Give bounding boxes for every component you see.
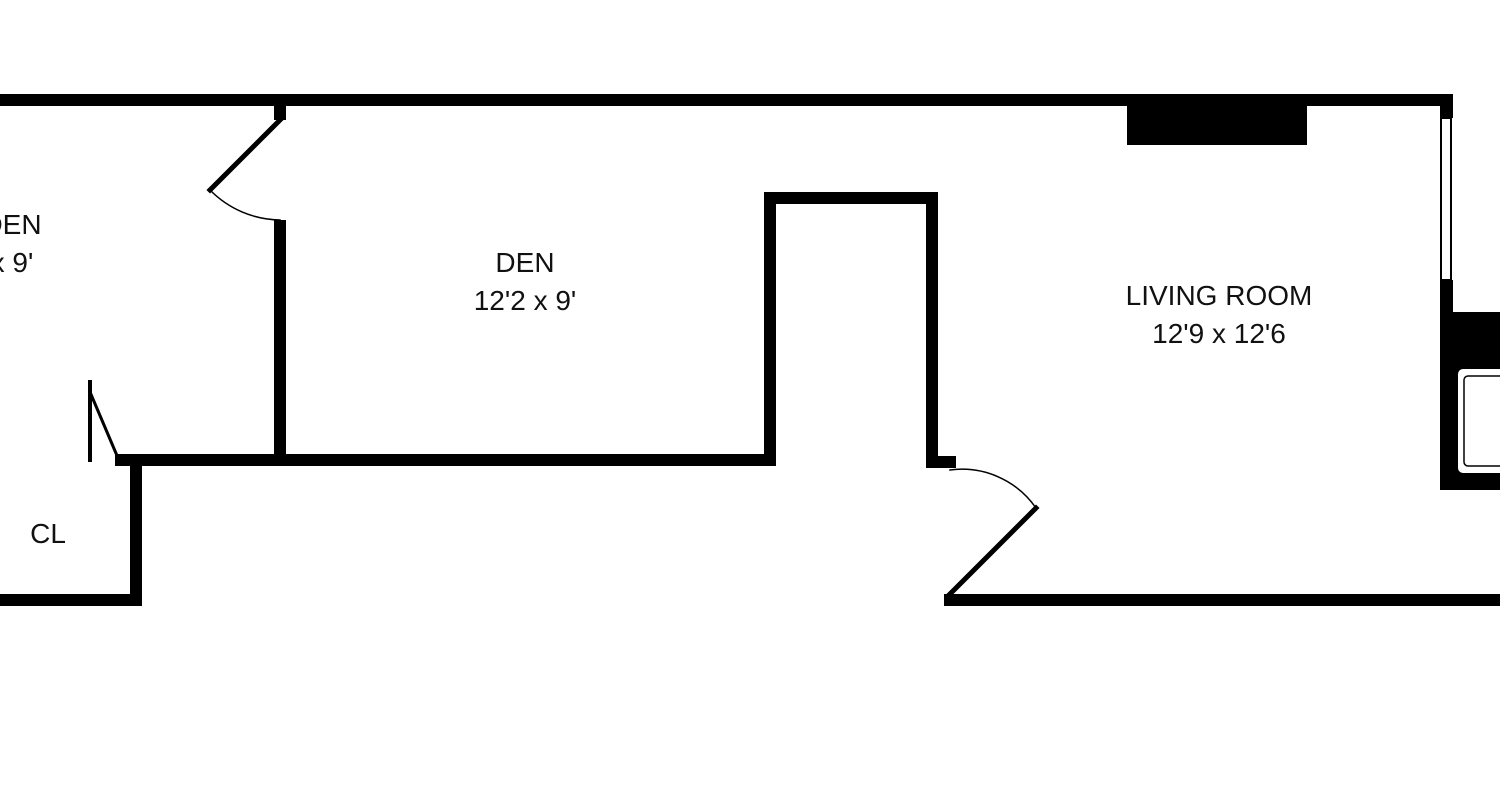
chase-right-wall bbox=[926, 192, 938, 468]
room-label-den-left: DEN x 9' bbox=[0, 206, 42, 282]
room-name: DEN bbox=[495, 247, 555, 278]
door-leaf-left-den bbox=[206, 116, 284, 194]
bottom-exterior-wall bbox=[944, 594, 1500, 606]
door-swing-arc-living bbox=[949, 468, 1038, 510]
room-label-closet: CL bbox=[30, 515, 66, 553]
room-name: LIVING ROOM bbox=[1125, 280, 1313, 311]
room-name: CL bbox=[30, 518, 66, 549]
top-exterior-wall bbox=[0, 94, 1453, 106]
room-dimensions: 12'2 x 9' bbox=[473, 285, 577, 316]
chase-left-wall bbox=[764, 192, 776, 466]
room-label-living-room: LIVING ROOM 12'9 x 12'6 bbox=[1126, 277, 1313, 353]
door-swing-arc-left-den bbox=[208, 188, 281, 221]
window bbox=[1440, 117, 1452, 281]
partition-wall-upper bbox=[274, 100, 286, 120]
room-name: DEN bbox=[0, 209, 42, 240]
right-exterior-wall-lower bbox=[1440, 280, 1453, 320]
sink-fixture-inner bbox=[1463, 375, 1500, 467]
right-exterior-wall-upper bbox=[1440, 94, 1453, 118]
door-leaf-living bbox=[946, 504, 1040, 598]
closet-wall-bottom bbox=[0, 594, 142, 606]
chase-top-wall bbox=[764, 192, 938, 204]
den-bottom-wall bbox=[115, 454, 776, 466]
room-dimensions: 12'9 x 12'6 bbox=[1152, 318, 1286, 349]
room-label-den: DEN 12'2 x 9' bbox=[474, 244, 577, 320]
closet-wall-vertical bbox=[130, 454, 142, 606]
chase-right-return bbox=[926, 456, 956, 468]
partition-wall-lower bbox=[274, 220, 286, 466]
column-block bbox=[1127, 100, 1307, 145]
closet-door-swing bbox=[88, 390, 120, 460]
room-dimensions: x 9' bbox=[0, 247, 34, 278]
